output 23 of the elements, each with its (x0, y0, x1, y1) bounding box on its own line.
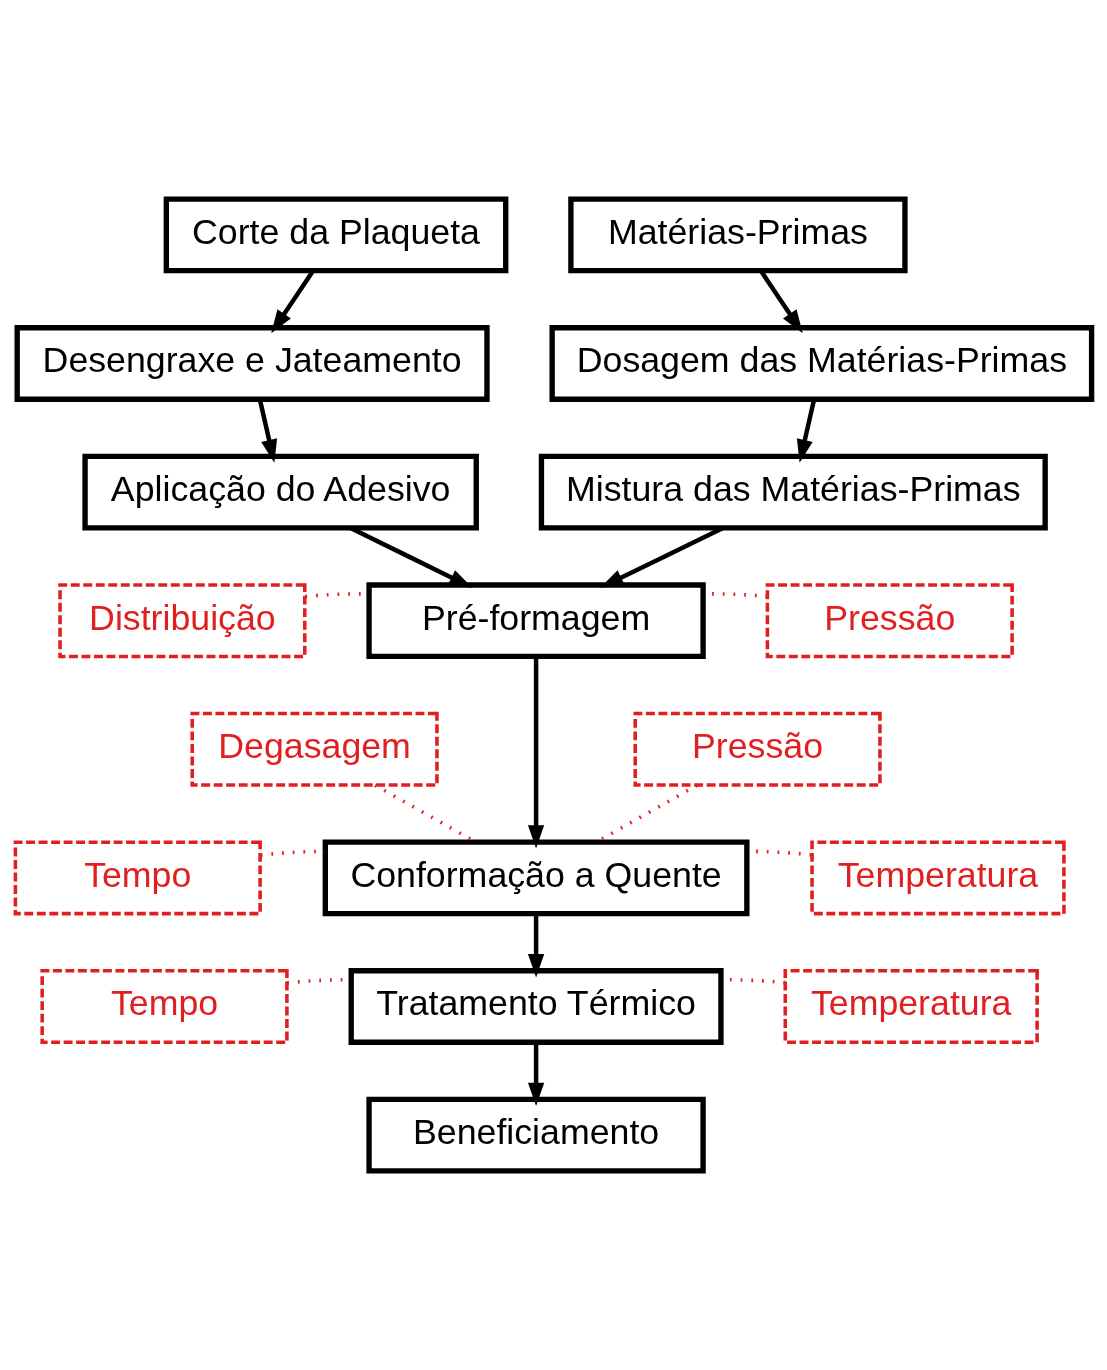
node-box: Temperatura (810, 840, 1066, 916)
node-box: Conformação a Quente (322, 839, 750, 917)
node-box: Tempo (40, 969, 289, 1045)
node-box: Tratamento Térmico (348, 968, 724, 1045)
node-box: Aplicação do Adesivo (82, 453, 479, 531)
node-box: Corte da Plaqueta (163, 196, 509, 274)
arrow (527, 1042, 545, 1106)
node-box: Pressão (633, 711, 882, 787)
node-box: Beneficiamento (366, 1096, 706, 1174)
arrow (527, 913, 545, 978)
node-box: Pré-formagem (366, 582, 706, 660)
node-box: Desengraxe e Jateamento (14, 325, 490, 402)
arrow (527, 656, 545, 849)
node-box: Mistura das Matérias-Primas (538, 453, 1048, 531)
node-box: Matérias-Primas (568, 196, 908, 274)
node-box: Distribuição (58, 583, 307, 659)
arrow (600, 526, 724, 588)
node-box: Temperatura (783, 969, 1039, 1045)
node-box: Dosagem das Matérias-Primas (549, 325, 1095, 402)
node-box: Degasagem (190, 711, 439, 787)
node-box: Tempo (13, 840, 262, 916)
node-box: Pressão (765, 583, 1014, 659)
arrow (349, 526, 473, 588)
